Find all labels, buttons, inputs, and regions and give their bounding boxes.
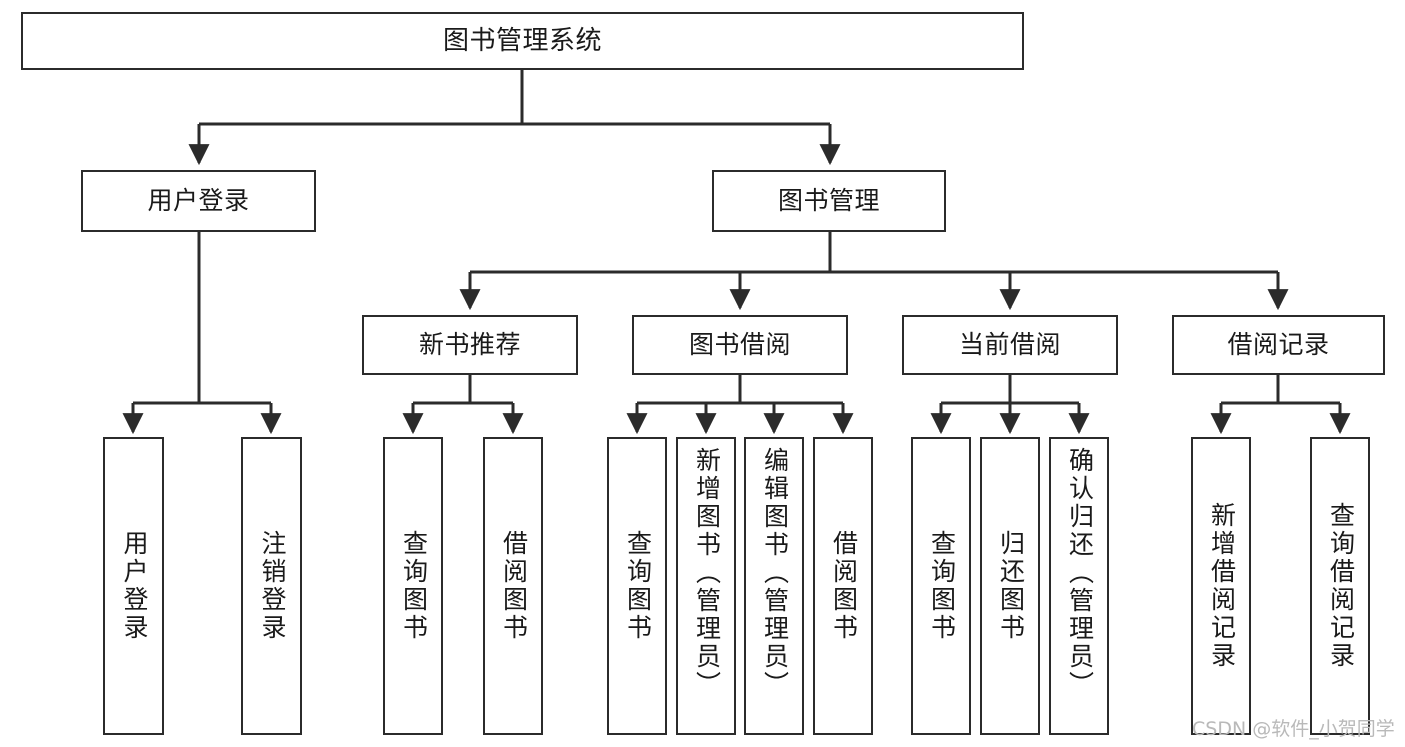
leaf-query-book-2[interactable]: 查询图书	[607, 437, 667, 735]
node-label: 当前借阅	[958, 330, 1061, 359]
node-current-borrow[interactable]: 当前借阅	[902, 315, 1118, 375]
node-label: 新增借阅记录	[1207, 502, 1236, 670]
node-book-management[interactable]: 图书管理	[712, 170, 946, 232]
node-label: 查询图书	[927, 530, 956, 642]
node-root-system[interactable]: 图书管理系统	[21, 12, 1024, 70]
node-label: 编辑图书（管理员）	[760, 447, 789, 699]
node-new-book-recommend[interactable]: 新书推荐	[362, 315, 578, 375]
node-label: 借阅图书	[829, 530, 858, 642]
leaf-user-login[interactable]: 用户登录	[103, 437, 164, 735]
node-label: 查询借阅记录	[1326, 502, 1355, 670]
node-label: 用户登录	[120, 530, 148, 642]
node-label: 借阅记录	[1227, 330, 1330, 359]
node-label: 查询图书	[623, 530, 652, 642]
leaf-logout-login[interactable]: 注销登录	[241, 437, 302, 735]
leaf-borrow-book-2[interactable]: 借阅图书	[813, 437, 873, 735]
node-label: 图书借阅	[688, 330, 791, 359]
node-label: 用户登录	[147, 186, 250, 215]
node-label: 新书推荐	[418, 330, 521, 359]
node-label: 新增图书（管理员）	[692, 447, 721, 699]
leaf-query-book-3[interactable]: 查询图书	[911, 437, 971, 735]
node-label: 归还图书	[996, 530, 1025, 642]
leaf-add-record[interactable]: 新增借阅记录	[1191, 437, 1251, 735]
node-label: 图书管理系统	[442, 25, 602, 56]
node-label: 查询图书	[399, 530, 428, 642]
leaf-confirm-return[interactable]: 确认归还（管理员）	[1049, 437, 1109, 735]
leaf-query-book-1[interactable]: 查询图书	[383, 437, 443, 735]
node-label: 确认归还（管理员）	[1065, 447, 1094, 699]
csdn-watermark: CSDN @软件_小贺同学	[1192, 718, 1395, 740]
leaf-add-book[interactable]: 新增图书（管理员）	[676, 437, 736, 735]
leaf-return-book[interactable]: 归还图书	[980, 437, 1040, 735]
leaf-edit-book[interactable]: 编辑图书（管理员）	[744, 437, 804, 735]
leaf-query-record[interactable]: 查询借阅记录	[1310, 437, 1370, 735]
node-label: 图书管理	[777, 186, 880, 215]
node-label: 注销登录	[258, 530, 286, 642]
node-user-login[interactable]: 用户登录	[81, 170, 316, 232]
node-borrow-record[interactable]: 借阅记录	[1172, 315, 1385, 375]
leaf-borrow-book-1[interactable]: 借阅图书	[483, 437, 543, 735]
node-book-borrow[interactable]: 图书借阅	[632, 315, 848, 375]
node-label: 借阅图书	[499, 530, 528, 642]
